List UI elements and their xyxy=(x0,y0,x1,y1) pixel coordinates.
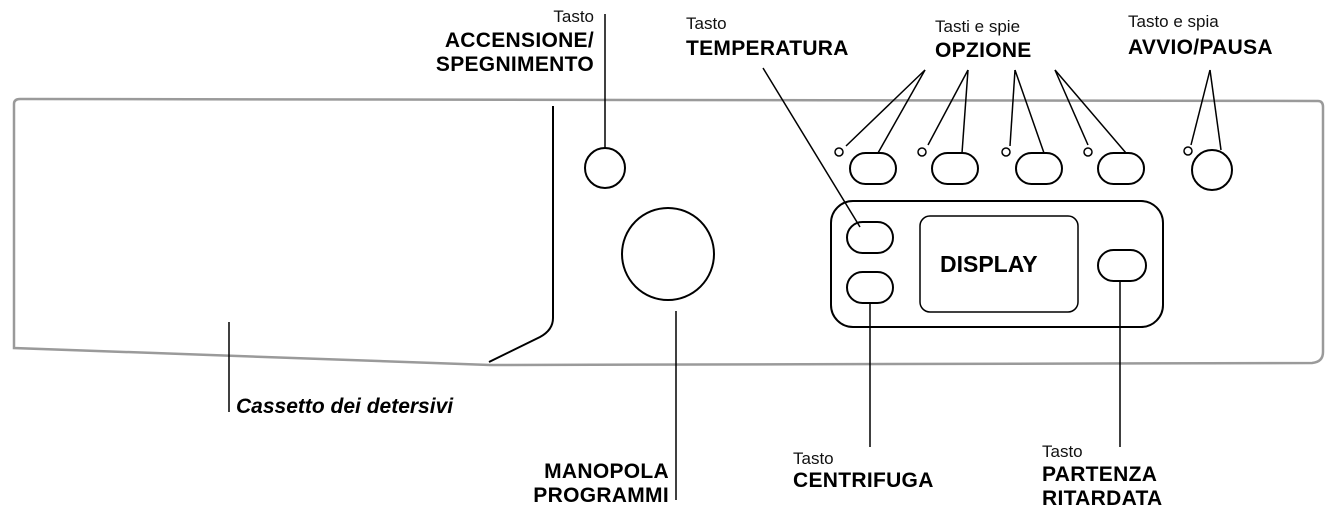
start-pause-label: AVVIO/PAUSA xyxy=(1128,36,1273,59)
program-knob-label-line2: PROGRAMMI xyxy=(533,484,669,507)
option-group-1 xyxy=(834,147,897,185)
start-pause-led xyxy=(1183,146,1193,156)
spin-label-small: Tasto xyxy=(793,449,834,468)
option-leaders xyxy=(845,69,1127,154)
spin-label: CENTRIFUGA xyxy=(793,469,934,492)
option-2-led xyxy=(917,147,927,157)
option-2-button[interactable] xyxy=(931,152,979,185)
temperature-leader xyxy=(762,67,861,228)
option-1-led xyxy=(834,147,844,157)
temperature-button[interactable] xyxy=(846,221,894,254)
delay-start-label-small: Tasto xyxy=(1042,442,1083,461)
power-button[interactable] xyxy=(584,147,626,189)
option-group-2 xyxy=(917,147,979,185)
option-4-button[interactable] xyxy=(1097,152,1145,185)
delay-start-label-line2: RITARDATA xyxy=(1042,487,1163,510)
start-pause-leaders xyxy=(1190,69,1222,151)
display-label: DISPLAY xyxy=(940,251,1038,277)
display-screen xyxy=(919,215,1079,313)
program-knob[interactable] xyxy=(621,207,715,301)
option-1-button[interactable] xyxy=(849,152,897,185)
options-label-small: Tasti e spie xyxy=(935,17,1021,36)
power-label-small: Tasto xyxy=(553,7,594,26)
delay-start-label-line1: PARTENZA xyxy=(1042,463,1158,486)
program-knob-label-line1: MANOPOLA xyxy=(544,460,669,483)
power-label-line2: SPEGNIMENTO xyxy=(435,53,594,76)
start-pause-button[interactable] xyxy=(1191,149,1233,191)
delay-start-button[interactable] xyxy=(1097,249,1147,282)
temperature-label-small: Tasto xyxy=(686,14,727,33)
option-4-led xyxy=(1083,147,1093,157)
drawer-edge xyxy=(488,106,554,363)
drawer-label: Cassetto dei detersivi xyxy=(236,395,454,418)
option-3-button[interactable] xyxy=(1015,152,1063,185)
option-group-3 xyxy=(1001,147,1063,185)
panel-outline xyxy=(12,97,1325,367)
start-pause-label-small: Tasto e spia xyxy=(1128,12,1219,31)
spin-button[interactable] xyxy=(846,271,894,304)
temperature-label: TEMPERATURA xyxy=(686,37,849,60)
power-label-line1: ACCENSIONE/ xyxy=(444,29,594,52)
options-label: OPZIONE xyxy=(935,39,1032,62)
option-3-led xyxy=(1001,147,1011,157)
option-group-4 xyxy=(1083,147,1145,185)
